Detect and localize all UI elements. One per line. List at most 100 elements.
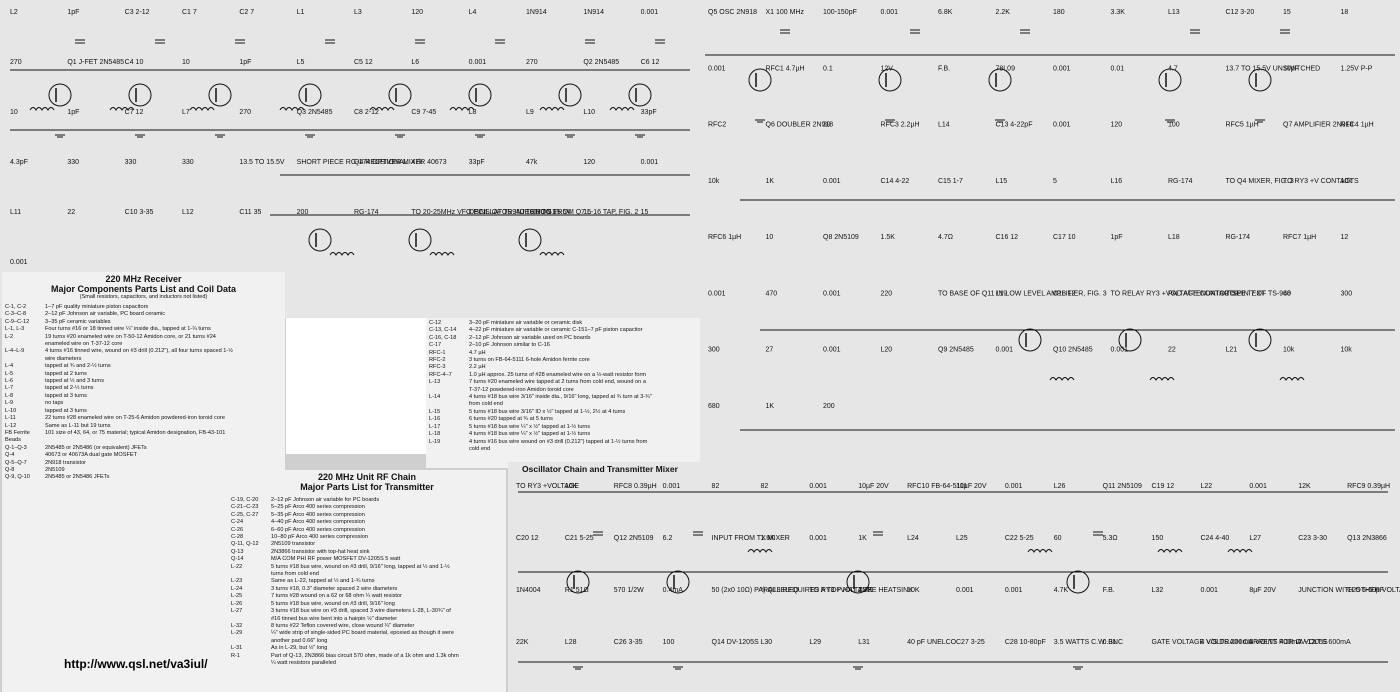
component-label: 180 [1053,9,1065,16]
component-label: L11 [10,209,21,216]
receiver-parts-part-id: C-9–C-12 [5,318,30,325]
oscillator-parts-part-desc: cold end [469,445,491,452]
component-label: 570 1/2W [614,587,644,594]
component-label: 40 pF UNELCO [907,639,957,646]
component-label: L29 [809,639,821,646]
component-label: C8 2-12 [354,109,379,116]
oscillator-parts-part-id: RFC-1 [429,349,446,356]
component-label: 82 [712,483,720,490]
component-label: C25 6-60pF [1347,587,1384,594]
component-label: 1.25V P-P [1341,65,1373,72]
component-label: L30 [760,639,772,646]
receiver-parts-part-desc: 19 turns #20 enameled wire on T-50-12 Am… [45,333,216,340]
component-label: L9 [526,109,534,116]
component-label: 0.001 [1249,483,1267,490]
receiver-parts-part-id: Q-4 [5,452,15,459]
oscillator-parts-row: from cold end [429,401,697,408]
component-label: 100 [1168,122,1180,129]
receiver-parts-part-desc: tapped at 2 turns [45,370,87,377]
component-label: C6 12 [641,59,660,66]
component-label: 1.5K [881,234,896,241]
inductor-symbol [449,107,475,111]
transmitter-parts-part-id: Q-13 [231,548,244,555]
component-label: 10µF 20V [956,483,987,490]
receiver-parts-part-id: L-1, L-3 [5,326,25,333]
component-label: RG-174 [1226,234,1251,241]
component-label: L7 [182,109,190,116]
component-label: Q7 AMPLIFIER 2N918 [1283,122,1354,129]
component-label: C19 12 [1152,483,1175,490]
receiver-parts-part-desc: no taps [45,400,64,407]
component-label: C7 12 [125,109,144,116]
component-label: 1N914 [583,9,604,16]
component-label: RG-174 [354,209,379,216]
oscillator-parts-part-id [429,387,469,394]
component-label: 33pF [469,159,485,166]
inductor-symbol [1157,549,1183,553]
transmitter-parts-part-desc: 5 turns #18 bus wire, wound on #3 drill,… [271,563,450,570]
receiver-parts-title: 220 MHz Receiver [105,274,182,284]
component-label: TO RY3 +V CONTACTS [1283,178,1359,185]
receiver-parts-part-desc: tapped at 3 turns [45,407,87,414]
component-label: Q9 2N5485 [938,347,974,354]
receiver-parts-part-desc: 1–7 pF quality miniature piston capacito… [45,304,149,310]
transistor-symbol [298,83,322,107]
component-label: L21 [1226,347,1238,354]
component-label: 680 [708,403,720,410]
component-label: 0.1 [823,65,833,72]
receiver-parts-part-id: L-10 [5,407,17,414]
oscillator-parts-part-desc: 4 turns #16 bus wire wound on #3 drill (… [469,438,648,445]
component-label: 27 [766,347,774,354]
component-label: 13.7 TO 15.5V UNSWITCHED [1226,65,1321,72]
component-label: 50 (2x0 10Ω) PARALLELED [712,587,799,594]
component-label: 0.001 [823,347,841,354]
component-label: X1 100 MHz [766,9,805,16]
receiver-parts-part-desc: 2N5109 [45,466,65,473]
oscillator-parts-part-desc: T-37-12 powdered-iron Amidon toroid core [469,386,574,393]
component-label: 13.5 TO 15.5V [239,159,285,166]
receiver-parts-part-desc: 22 turns #28 enameled wire on T-25-6 Ami… [45,415,225,422]
component-label: Q2 2N5485 [583,59,619,66]
component-label: L3 [354,9,362,16]
component-label: L31 [858,639,870,646]
component-label: 0.001 [1053,122,1071,129]
component-label: 4.7Ω [938,234,953,241]
component-label: 470 [766,290,778,297]
inductor-symbol [329,252,355,256]
component-label: 0.001 [469,59,487,66]
component-label: 22 [67,209,75,216]
inductor-symbol [1227,549,1253,553]
component-label: C26 3-35 [614,639,643,646]
component-label: 0.001 [708,290,726,297]
transmitter-parts-part-desc: 2N5109 transistor [271,541,316,548]
component-label: 270 [10,59,22,66]
oscillator-parts-part-desc: from cold end [469,401,503,408]
transistor-symbol [208,83,232,107]
component-label: 100-150pF [823,9,857,16]
transmitter-parts-part-desc: another pad 0.66" long [271,637,328,644]
component-label: 0.001 [10,259,28,266]
oscillator-parts-part-desc: 2–12 pF Johnson air variable used on PC … [469,334,591,341]
transistor-symbol [878,68,902,92]
component-label: L26 [1054,483,1066,490]
transistor-symbol [388,83,412,107]
component-label: 18 [1341,9,1349,16]
component-label: L16 [1111,178,1123,185]
oscillator-parts-part-id: L-19 [429,438,441,445]
oscillator-parts-part-desc: 4 turns #18 bus wire ¼" x ½" tapped at 1… [469,431,591,438]
component-label: C12 3-20 [1226,9,1255,16]
oscillator-parts-part-id: C-16, C-18 [429,334,457,341]
